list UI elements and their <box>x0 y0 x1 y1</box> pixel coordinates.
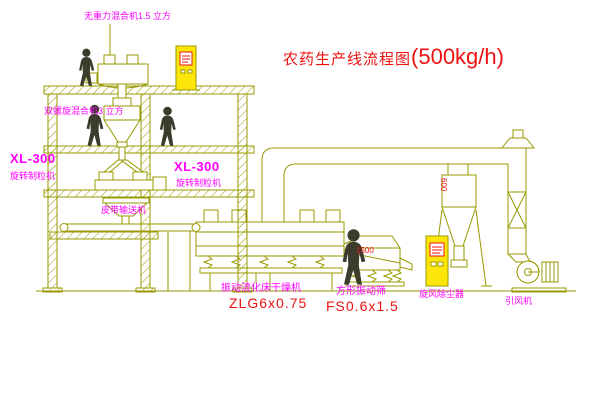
title-text: 农药生产线流程图 <box>283 51 412 68</box>
feeder-hopper <box>102 197 150 225</box>
cabinet-display <box>429 242 445 257</box>
cabinet-display <box>179 51 193 66</box>
granulator-machine <box>94 159 167 191</box>
exhaust-stack <box>500 129 536 254</box>
label-dryer-model: ZLG6x0.75 <box>229 295 308 311</box>
label-granulator-mid-model: XL-300 <box>174 159 220 174</box>
belt-conveyor-machine <box>59 223 201 291</box>
diagram-title: 农药生产线流程图(500kg/h) <box>283 44 504 70</box>
operator-figure <box>159 106 176 146</box>
label-screen-model: FS0.6x1.5 <box>326 298 399 314</box>
label-belt-conveyor: 皮带输送机 <box>101 205 147 215</box>
label-granulator-mid-name: 旋转制粒机 <box>176 178 222 188</box>
label-mixer-top: 无重力混合机1.5 立方 <box>84 11 172 21</box>
cone-mixer-machine <box>103 97 141 161</box>
control-cabinet-right <box>425 235 449 287</box>
label-granulator-left-name: 旋转制粒机 <box>10 171 56 181</box>
label-mixer-cone: 双螺旋混合机3 立方 <box>44 106 124 116</box>
title-capacity: (500kg/h) <box>411 44 504 69</box>
label-cyclone: 旋风除尘器 <box>419 289 465 299</box>
mixer-top-machine <box>85 24 149 99</box>
label-cyclone-dim: 600 <box>439 178 448 192</box>
label-screen: 方形振动筛 <box>336 286 386 297</box>
fluid-bed-dryer <box>195 209 345 291</box>
induced-draft-fan <box>506 253 567 293</box>
label-dryer: 振动流化床干燥机 <box>221 283 301 294</box>
label-fan: 引风机 <box>505 296 533 306</box>
control-cabinet-top <box>172 45 200 91</box>
label-granulator-left-model: XL-300 <box>10 151 56 166</box>
label-screen-dim: 1500 <box>356 246 374 255</box>
